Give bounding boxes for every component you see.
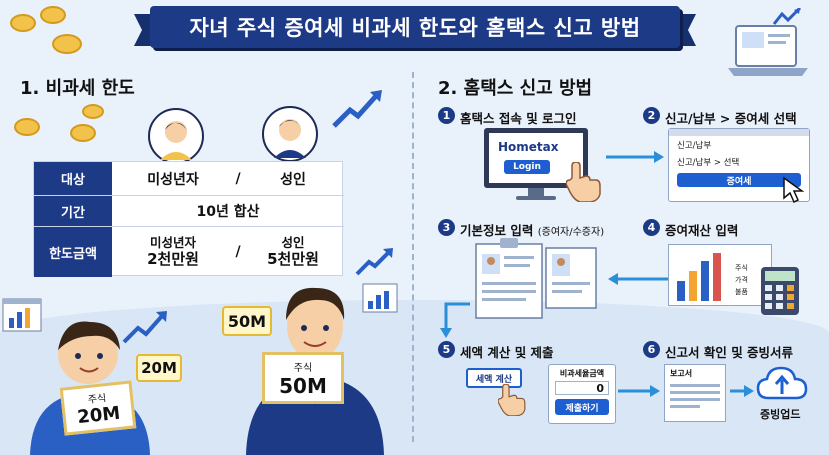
submit-button[interactable]: 제출하기	[555, 399, 609, 415]
section-title-limit: 1. 비과세 한도	[20, 78, 135, 99]
asset-item: 불품	[735, 288, 748, 296]
flow-arrow-icon	[440, 302, 470, 338]
mouse-cursor-icon	[783, 176, 804, 204]
step-1-label: 홈택스 접속 및 로그인	[460, 111, 577, 126]
asset-item: 가격	[735, 276, 748, 284]
child-stock-certificate: 주식 20M	[59, 380, 137, 436]
hometax-logo: Hometax	[498, 140, 559, 154]
laptop-chart-icon	[728, 8, 808, 76]
hand-cursor-icon	[566, 162, 601, 202]
cell-period: 10년 합산	[196, 204, 260, 220]
login-button[interactable]: Login	[504, 160, 550, 174]
step-2-number: 2	[643, 107, 660, 124]
step-6-number: 6	[643, 341, 660, 358]
bar-chart-icon	[362, 283, 398, 313]
calculator-icon	[761, 267, 799, 315]
flow-arrow-icon	[730, 385, 754, 397]
hand-cursor-icon	[498, 384, 526, 416]
step-4-number: 4	[643, 219, 660, 236]
tax-menu-window: 신고/납부 신고/납부 > 선택 증여세	[668, 128, 810, 202]
limit-table: 대상 미성년자 / 성인 기간 10년 합산 한도금액 미성년자 2천만원 / …	[33, 161, 344, 277]
coin-icon	[10, 14, 36, 32]
menu-item[interactable]: 신고/납부	[677, 141, 712, 151]
step-3-label: 기본정보 입력 (증여자/수증자)	[460, 220, 604, 239]
coin-icon	[82, 104, 104, 119]
calculate-tax-button[interactable]: 세액 계산	[466, 368, 522, 388]
adult-stock-certificate: 주식 50M	[262, 352, 344, 404]
step-3-note: (증여자/수증자)	[537, 227, 605, 238]
coin-icon	[70, 124, 96, 142]
step-6-label: 신고서 확인 및 증빙서류	[665, 345, 794, 360]
trend-arrow-icon	[355, 248, 393, 276]
report-document: 보고서	[664, 364, 726, 422]
cert-value: 50M	[279, 374, 327, 398]
step-2-label: 신고/납부 > 증여세 선택	[665, 111, 797, 126]
row-cell: 미성년자 / 성인	[112, 162, 344, 195]
adult-amount-tag: 50M	[222, 306, 272, 336]
report-label: 보고서	[670, 369, 693, 378]
profile-documents-icon	[475, 238, 597, 319]
flow-arrow-icon	[618, 385, 660, 397]
title-ribbon-right	[676, 14, 696, 46]
coin-icon	[52, 34, 82, 54]
row-cell: 미성년자 2천만원 / 성인 5천만원	[112, 227, 344, 277]
trend-arrow-icon	[122, 311, 167, 344]
child-illustration	[30, 321, 150, 455]
asset-chart-panel: 주식 가격 불품	[668, 244, 772, 306]
table-row-amount: 한도금액 미성년자 2천만원 / 성인 5천만원	[34, 227, 344, 277]
row-head: 기간	[34, 196, 112, 226]
page-title: 자녀 주식 증여세 비과세 한도와 홈택스 신고 방법	[189, 16, 641, 40]
row-head: 한도금액	[34, 227, 112, 277]
coin-icon	[14, 118, 40, 136]
flow-arrow-icon	[606, 151, 664, 163]
asset-bar-chart-icon	[677, 253, 721, 301]
coin-icon	[40, 6, 66, 24]
section-divider	[412, 72, 414, 442]
child-avatar	[148, 108, 204, 164]
gift-tax-menu-button[interactable]: 증여세	[677, 173, 801, 187]
step-4-label: 증여재산 입력	[665, 223, 739, 238]
cell-adult-amount: 5천만원	[267, 249, 319, 268]
row-head: 대상	[34, 162, 112, 195]
cell-slash: /	[235, 244, 241, 260]
step-1-number: 1	[438, 107, 455, 124]
cell-minor: 미성년자	[147, 171, 199, 188]
cell-minor-amount: 2천만원	[147, 249, 199, 268]
cell-slash: /	[235, 170, 241, 187]
table-row-target: 대상 미성년자 / 성인	[34, 162, 344, 195]
cell-adult: 성인	[280, 171, 306, 188]
cell-minor-label: 미성년자	[149, 235, 196, 251]
step-3-title: 기본정보 입력	[460, 223, 534, 238]
flow-arrow-icon	[608, 273, 668, 285]
upload-label: 증빙업드	[760, 408, 801, 421]
trend-arrow-icon	[332, 90, 382, 128]
bar-chart-icon	[2, 298, 42, 332]
section-title-hometax: 2. 홈택스 신고 방법	[438, 78, 593, 99]
adult-avatar	[262, 106, 318, 162]
step-5-number: 5	[438, 341, 455, 358]
tax-box-value: 0	[555, 381, 609, 395]
asset-item: 주식	[735, 264, 748, 272]
step-3-number: 3	[438, 219, 455, 236]
table-row-period: 기간 10년 합산	[34, 196, 344, 226]
step-5-label: 세액 계산 및 제출	[460, 345, 554, 360]
tax-box-label: 비과세율금액	[559, 369, 605, 378]
cloud-upload-icon	[756, 366, 808, 400]
title-banner: 자녀 주식 증여세 비과세 한도와 홈택스 신고 방법	[150, 6, 680, 48]
title-ribbon-left	[134, 14, 154, 46]
cert-label: 주식	[293, 363, 313, 374]
tax-result-box: 비과세율금액 0 제출하기	[548, 364, 616, 424]
menu-item[interactable]: 신고/납부 > 선택	[677, 158, 740, 168]
child-amount-tag: 20M	[136, 354, 182, 382]
cell-adult-label: 성인	[281, 235, 305, 251]
